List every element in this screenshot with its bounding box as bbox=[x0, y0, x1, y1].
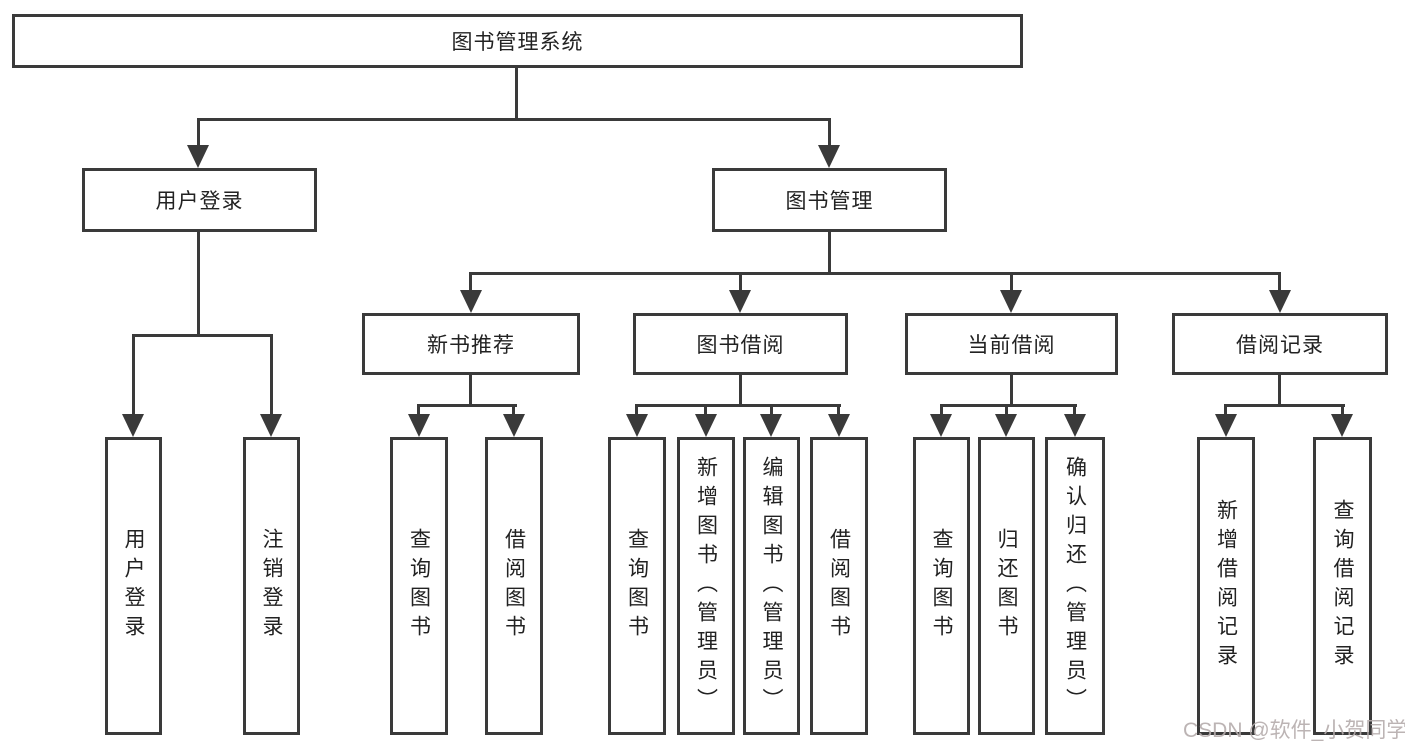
node-leaf-query-borrow-record: 查询借阅记录 bbox=[1313, 437, 1372, 735]
connector-stub bbox=[1010, 272, 1013, 293]
connector-level1-horizontal bbox=[197, 118, 831, 121]
connector-mgmt-stem bbox=[828, 232, 831, 274]
arrow-down-icon bbox=[930, 414, 952, 437]
connector-stub bbox=[417, 404, 420, 416]
arrow-down-icon bbox=[1331, 414, 1353, 437]
connector-user-horizontal bbox=[132, 334, 273, 337]
connector-stem bbox=[739, 375, 742, 406]
connector-stub bbox=[1073, 404, 1076, 416]
connector-stub bbox=[770, 404, 773, 416]
arrow-down-icon bbox=[122, 414, 144, 437]
node-user-login: 用户登录 bbox=[82, 168, 317, 232]
node-label: 借阅记录 bbox=[1236, 334, 1324, 357]
connector-stub bbox=[1005, 404, 1008, 416]
connector-stub bbox=[837, 404, 840, 416]
node-label: 用户登录 bbox=[122, 528, 145, 644]
node-leaf-borrow-books-recommend: 借阅图书 bbox=[485, 437, 543, 735]
node-label: 图书借阅 bbox=[696, 334, 785, 357]
node-label: 确认归还（管理员） bbox=[1063, 455, 1087, 717]
connector-root-stem bbox=[515, 68, 518, 120]
connector-stub bbox=[1278, 272, 1281, 293]
node-leaf-add-books-admin: 新增图书（管理员） bbox=[677, 437, 735, 735]
connector-stem bbox=[1278, 375, 1281, 406]
node-leaf-confirm-return-admin: 确认归还（管理员） bbox=[1045, 437, 1105, 735]
arrow-down-icon bbox=[995, 414, 1017, 437]
node-book-management-system: 图书管理系统 bbox=[12, 14, 1023, 68]
arrow-down-icon bbox=[828, 414, 850, 437]
node-label: 查询图书 bbox=[407, 528, 431, 644]
node-label: 图书管理系统 bbox=[451, 31, 584, 54]
node-label: 当前借阅 bbox=[967, 334, 1056, 357]
arrow-down-icon bbox=[760, 414, 782, 437]
connector-stub bbox=[828, 118, 831, 147]
node-label: 用户登录 bbox=[155, 190, 244, 213]
connector-splitter bbox=[940, 404, 1077, 407]
arrow-down-icon bbox=[408, 414, 430, 437]
node-new-book-recommend: 新书推荐 bbox=[362, 313, 580, 375]
connector-stub bbox=[1341, 404, 1344, 416]
arrow-down-icon bbox=[729, 290, 751, 313]
node-leaf-add-borrow-record: 新增借阅记录 bbox=[1197, 437, 1255, 735]
node-leaf-edit-books-admin: 编辑图书（管理员） bbox=[743, 437, 800, 735]
connector-user-stem bbox=[197, 232, 200, 336]
arrow-down-icon bbox=[1215, 414, 1237, 437]
node-book-management: 图书管理 bbox=[712, 168, 947, 232]
connector-stub bbox=[704, 404, 707, 416]
connector-stub bbox=[635, 404, 638, 416]
connector-stub bbox=[197, 118, 200, 147]
node-leaf-logout: 注销登录 bbox=[243, 437, 300, 735]
node-label: 归还图书 bbox=[995, 528, 1018, 644]
arrow-down-icon bbox=[1064, 414, 1086, 437]
connector-stub bbox=[1224, 404, 1227, 416]
connector-stem bbox=[1010, 375, 1013, 406]
connector-level3-horizontal bbox=[469, 272, 1281, 275]
connector-splitter bbox=[635, 404, 841, 407]
node-label: 新书推荐 bbox=[427, 334, 515, 357]
arrow-down-icon bbox=[260, 414, 282, 437]
arrow-down-icon bbox=[187, 145, 209, 168]
connector-stub bbox=[469, 272, 472, 293]
connector-stub bbox=[512, 404, 515, 416]
node-label: 借阅图书 bbox=[827, 528, 851, 644]
node-label: 借阅图书 bbox=[502, 528, 526, 644]
arrow-down-icon bbox=[818, 145, 840, 168]
connector-stub bbox=[940, 404, 943, 416]
node-leaf-query-books-current: 查询图书 bbox=[913, 437, 970, 735]
connector-splitter bbox=[1224, 404, 1345, 407]
node-label: 新增借阅记录 bbox=[1214, 499, 1238, 673]
node-label: 查询借阅记录 bbox=[1331, 499, 1354, 673]
node-label: 查询图书 bbox=[625, 528, 649, 644]
node-leaf-query-books-recommend: 查询图书 bbox=[390, 437, 448, 735]
arrow-down-icon bbox=[503, 414, 525, 437]
connector-stub bbox=[270, 334, 273, 416]
node-label: 注销登录 bbox=[260, 528, 283, 644]
node-leaf-user-login: 用户登录 bbox=[105, 437, 162, 735]
node-current-borrow: 当前借阅 bbox=[905, 313, 1118, 375]
connector-splitter bbox=[417, 404, 517, 407]
arrow-down-icon bbox=[1269, 290, 1291, 313]
arrow-down-icon bbox=[1000, 290, 1022, 313]
arrow-down-icon bbox=[460, 290, 482, 313]
watermark: CSDN @软件_小贺同学 bbox=[1183, 719, 1405, 742]
arrow-down-icon bbox=[626, 414, 648, 437]
node-book-borrow: 图书借阅 bbox=[633, 313, 848, 375]
node-label: 图书管理 bbox=[785, 190, 874, 213]
connector-stub bbox=[132, 334, 135, 416]
node-leaf-query-books-borrow: 查询图书 bbox=[608, 437, 666, 735]
node-label: 编辑图书（管理员） bbox=[760, 455, 783, 717]
arrow-down-icon bbox=[695, 414, 717, 437]
connector-stub bbox=[739, 272, 742, 293]
node-leaf-return-books: 归还图书 bbox=[978, 437, 1035, 735]
node-label: 查询图书 bbox=[930, 528, 953, 644]
node-label: 新增图书（管理员） bbox=[694, 455, 718, 717]
connector-stem bbox=[469, 375, 472, 406]
node-borrow-records: 借阅记录 bbox=[1172, 313, 1388, 375]
node-leaf-borrow-books: 借阅图书 bbox=[810, 437, 868, 735]
